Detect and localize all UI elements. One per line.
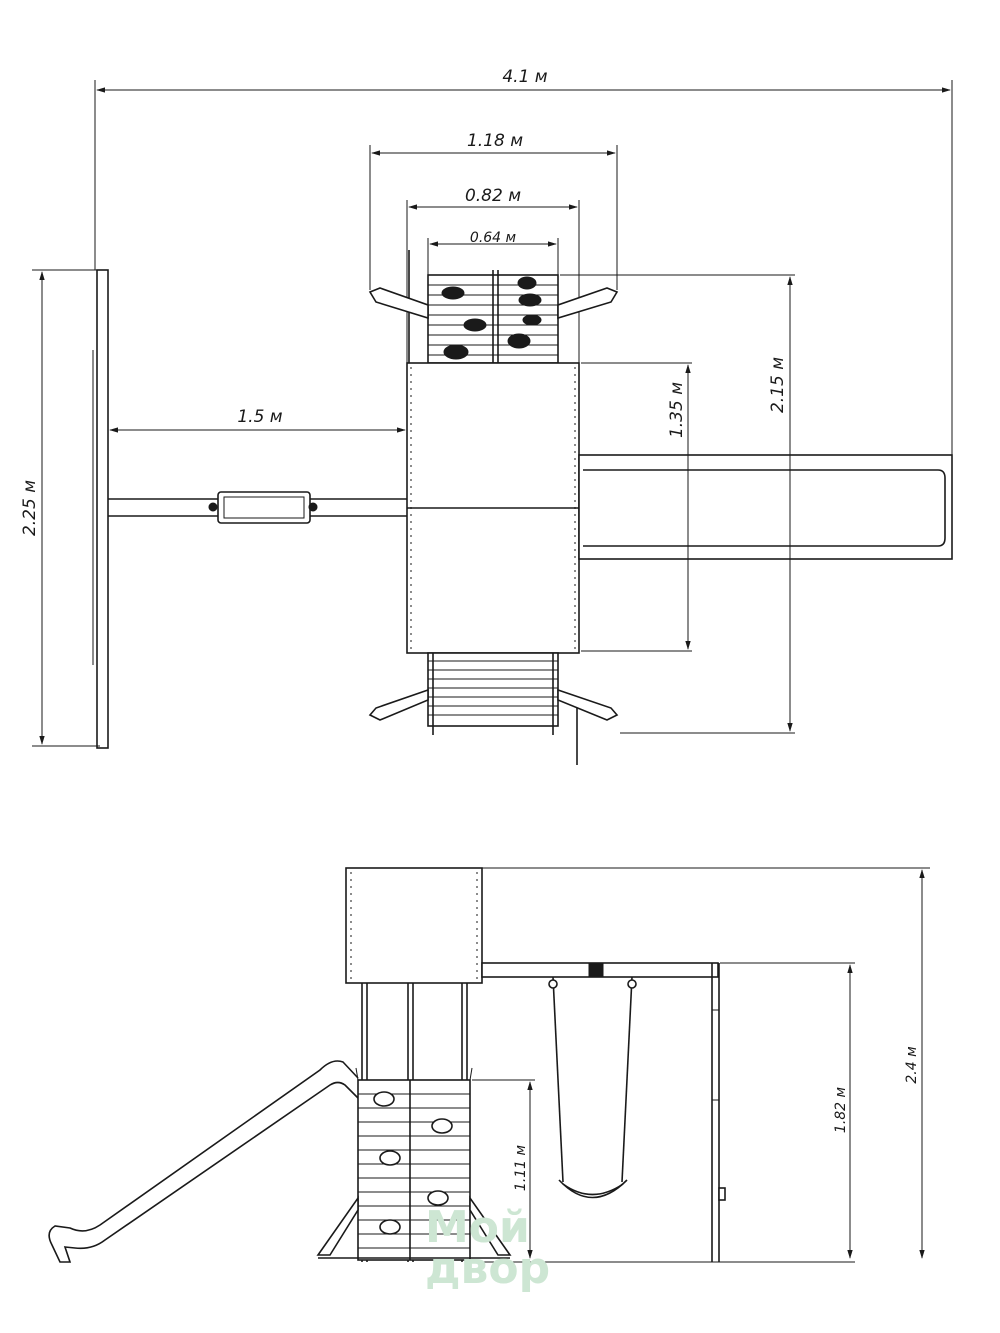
overall-width-dimension: 4.1 м [94,67,953,455]
swing-beam-length-label: 1.5 м [237,407,282,427]
swing-seat-side [548,976,637,1199]
swing-frame-top [92,269,408,749]
watermark: Мой двор [425,1202,550,1294]
climbing-wall-side [316,1067,512,1261]
overall-depth-dimension: 2.15 м [560,274,795,734]
tower-roof-side [345,867,483,984]
platform-outer-width-dimension: 1.18 м [369,131,618,290]
overall-height-label: 2.4 м [904,1046,920,1084]
platform-outer-width-label: 1.18 м [467,131,523,151]
platform-depth-label: 1.35 м [667,382,687,438]
ladder-top [368,652,619,765]
swing-frame-width-dimension: 2.25 м [20,269,100,747]
platform-depth-dimension: 1.35 м [581,362,692,652]
platform-width-dimension: 0.82 м [406,186,580,365]
beam-height-dimension: 1.82 м [720,962,855,1259]
watermark-line-1: Мой [425,1202,530,1253]
platform-width-label: 0.82 м [465,186,521,206]
swing-frame-side [481,962,726,1262]
slide-top [578,454,953,560]
deck-height-label: 1.11 м [513,1144,529,1191]
watermark-line-2: двор [425,1243,550,1294]
deck-height-dimension: 1.11 м [472,1079,535,1259]
side-view: 1.11 м 1.82 м 2.4 м Мой двор [48,867,930,1294]
platform-top [406,362,580,654]
swing-frame-width-label: 2.25 м [20,480,40,536]
wall-width-dimension: 0.64 м [427,230,559,275]
slide-side [48,1060,359,1263]
swing-beam-length-dimension: 1.5 м [109,407,406,433]
overall-width-label: 4.1 м [502,67,547,87]
overall-height-dimension: 2.4 м [482,867,930,1259]
beam-height-label: 1.82 м [833,1086,849,1133]
overall-depth-label: 2.15 м [768,357,788,413]
climbing-wall-top [368,250,619,364]
top-view: 4.1 м 1.18 м 0.82 м 0.64 м [20,67,953,765]
wall-width-label: 0.64 м [470,230,517,246]
